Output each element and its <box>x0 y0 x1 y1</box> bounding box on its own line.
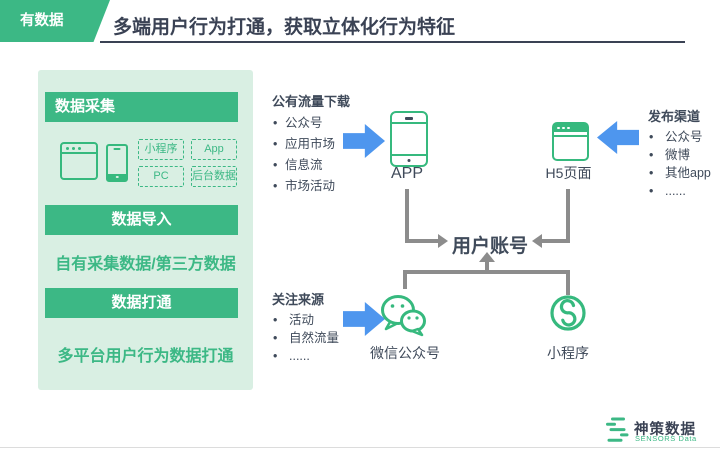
browser-dot-icon <box>557 126 560 129</box>
list-item: 应用市场 <box>272 134 350 155</box>
h5-node-label: H5页面 <box>545 165 592 181</box>
data-link-text: 多平台用户行为数据打通 <box>57 348 234 365</box>
browser-dot-icon <box>78 147 81 150</box>
list-item: 活动 <box>272 311 339 329</box>
app-phone-icon <box>390 111 428 167</box>
list-item: 市场活动 <box>272 176 350 197</box>
channel-app: App <box>191 139 237 160</box>
h5-browser-icon <box>552 122 589 161</box>
header-badge <box>0 0 110 42</box>
wechat-source-title: 关注来源 <box>272 292 325 307</box>
wechat-icon <box>381 295 426 337</box>
list-item: 信息流 <box>272 155 350 176</box>
mobile-phone-icon <box>106 144 128 182</box>
list-item: 自然流量 <box>272 329 339 347</box>
arrowhead-up-icon <box>479 252 495 262</box>
user-account-label: 用户账号 <box>451 236 528 257</box>
bottom-edge-line <box>0 447 720 448</box>
browser-dot-icon <box>562 126 565 129</box>
browser-dot-icon <box>567 126 570 129</box>
arrow-left-icon <box>597 121 639 154</box>
title-underline <box>100 41 685 43</box>
connector-line <box>566 189 570 243</box>
app-source-list: 公有流量下载 公众号 应用市场 信息流 市场活动 <box>272 94 350 197</box>
phone-speaker-icon <box>405 117 413 120</box>
list-item: 其他app <box>648 164 711 182</box>
brand-name: 神策数据 <box>634 422 696 438</box>
h5-source-title: 发布渠道 <box>648 109 701 124</box>
h5-source-list: 发布渠道 公众号 微博 其他app ...... <box>648 109 711 200</box>
connector-line <box>566 270 570 295</box>
channel-miniprogram: 小程序 <box>138 139 184 160</box>
miniprogram-icon <box>550 295 586 331</box>
browser-titlebar <box>62 144 96 154</box>
connector-line <box>405 239 438 243</box>
connector-line <box>542 239 570 243</box>
list-item: ...... <box>272 347 339 365</box>
arrowhead-right-icon <box>438 234 448 248</box>
section-data-collection: 数据采集 <box>45 92 238 122</box>
phone-home-dot-icon <box>115 175 119 178</box>
browser-window-icon <box>60 142 98 180</box>
connector-line <box>485 261 489 274</box>
section-data-link: 数据打通 <box>45 288 238 318</box>
data-import-text: 自有采集数据/第三方数据 <box>55 256 236 273</box>
list-item: ...... <box>648 182 711 200</box>
brand-subtitle: SENSORS Data <box>635 434 697 443</box>
list-item: 微博 <box>648 146 711 164</box>
sensors-logo-icon <box>606 417 629 442</box>
browser-dot-icon <box>66 147 69 150</box>
wechat-source-list: 关注来源 活动 自然流量 ...... <box>272 292 339 365</box>
connector-line <box>403 270 407 289</box>
header-badge-label: 有数据 <box>20 13 64 29</box>
wechat-node-label: 微信公众号 <box>370 345 440 361</box>
miniprogram-node-label: 小程序 <box>547 345 589 361</box>
channel-pc: PC <box>138 166 184 187</box>
phone-speaker-icon <box>113 148 121 150</box>
channel-backend: 后台数据 <box>191 166 237 187</box>
browser-titlebar <box>554 124 587 132</box>
page-title: 多端用户行为打通，获取立体化行为特征 <box>113 17 456 38</box>
phone-home-dot-icon <box>407 159 411 162</box>
arrowhead-left-icon <box>532 234 542 248</box>
section-data-import: 数据导入 <box>45 205 238 235</box>
connector-line <box>405 189 409 243</box>
list-item: 公众号 <box>648 128 711 146</box>
list-item: 公众号 <box>272 113 350 134</box>
app-source-title: 公有流量下载 <box>272 94 351 109</box>
browser-dot-icon <box>72 147 75 150</box>
app-node-label: APP <box>390 165 423 182</box>
